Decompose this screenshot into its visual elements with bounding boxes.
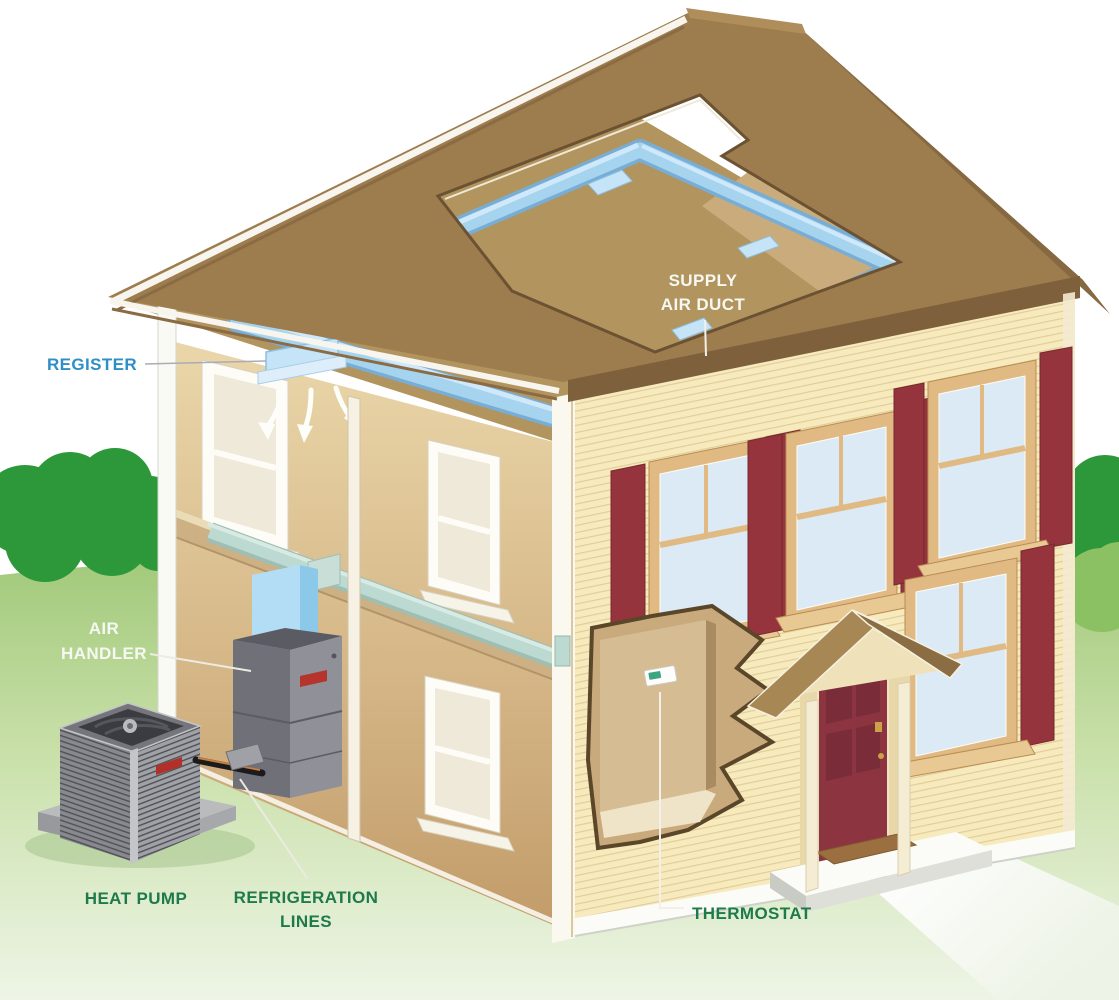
shutter [747, 433, 783, 638]
refrigeration-lines-leader-line [239, 778, 308, 879]
register-leader-line [144, 360, 267, 365]
front-entry [746, 609, 992, 912]
cut-corner-stud [157, 301, 177, 768]
roof [108, 8, 1110, 401]
first-floor-supply-duct [206, 522, 569, 672]
ceiling-register [257, 337, 347, 385]
annotations: REGISTER SUPPLY AIR DUCT AIR HANDLER HEA… [47, 271, 812, 931]
roof-front-plane-with-attic-opening [108, 12, 1083, 382]
window-upper-1 [610, 429, 801, 668]
portico-roof [746, 609, 964, 719]
window-upper-2 [747, 396, 936, 638]
pipe-insulation-sleeve [225, 743, 265, 771]
thermostat-display [648, 671, 662, 680]
roof-eave-fascia [111, 307, 558, 401]
roof-eave-soffit [109, 298, 560, 394]
register-label: REGISTER [47, 355, 137, 374]
roof-right-plane [800, 28, 1110, 314]
attic-opening-rim [435, 93, 904, 354]
front-eave-fascia [568, 276, 1080, 402]
thermostat-leader-line [659, 692, 684, 909]
air-handler-leader-line [149, 653, 252, 672]
duct-register-boot [737, 235, 780, 259]
interior-wall-panel [600, 620, 706, 812]
shutter [1020, 543, 1055, 748]
door-knob [878, 753, 884, 759]
portico-post-right [897, 681, 911, 877]
front-facade [568, 276, 1080, 937]
interior-floor-sliver [600, 790, 716, 838]
fan-blades [94, 717, 171, 736]
refrigeration-line-pipe [192, 743, 266, 777]
duct-cross-section [554, 635, 571, 667]
duct-register-boot [671, 317, 713, 341]
heat-pump-label: HEAT PUMP [85, 889, 187, 908]
supply-air-duct-label: AIR DUCT [661, 295, 746, 314]
portico-post-left [805, 699, 819, 893]
doormat [814, 833, 918, 865]
duct-register-boot [587, 169, 633, 196]
thermostat [643, 665, 678, 687]
thermostat-label: THERMOSTAT [692, 904, 812, 923]
wall-cut-section [552, 393, 575, 943]
roof-ridge-cap [686, 8, 806, 34]
attic-opening-sheathing-edge [444, 98, 742, 200]
interior-wall-edge [706, 620, 716, 790]
heat-pump-unit [25, 702, 266, 868]
interior-window-upper-right [419, 439, 515, 624]
window-upper-3 [893, 346, 1073, 586]
heat-pump-badge [156, 757, 182, 775]
air-handler-label: AIR [89, 619, 119, 638]
roof-cut-fascia [116, 25, 685, 312]
shutter [1039, 346, 1073, 550]
air-handler-badge [300, 670, 327, 687]
wall-stud [347, 395, 361, 843]
door-knocker [875, 722, 882, 732]
supply-air-duct-label: SUPPLY [669, 271, 738, 290]
refrigeration-lines-label: REFRIGERATION [234, 888, 379, 907]
supply-air-duct-leader-line [704, 319, 707, 357]
refrigeration-lines-label: LINES [280, 912, 332, 931]
interior-window-lower [416, 675, 515, 852]
stoop [770, 832, 992, 912]
corner-trim [130, 748, 138, 864]
roof-cut-sheathing [110, 15, 688, 306]
wall-cutout-thermostat [585, 603, 776, 851]
shutter [893, 382, 925, 586]
air-handler-label: HANDLER [61, 644, 147, 663]
